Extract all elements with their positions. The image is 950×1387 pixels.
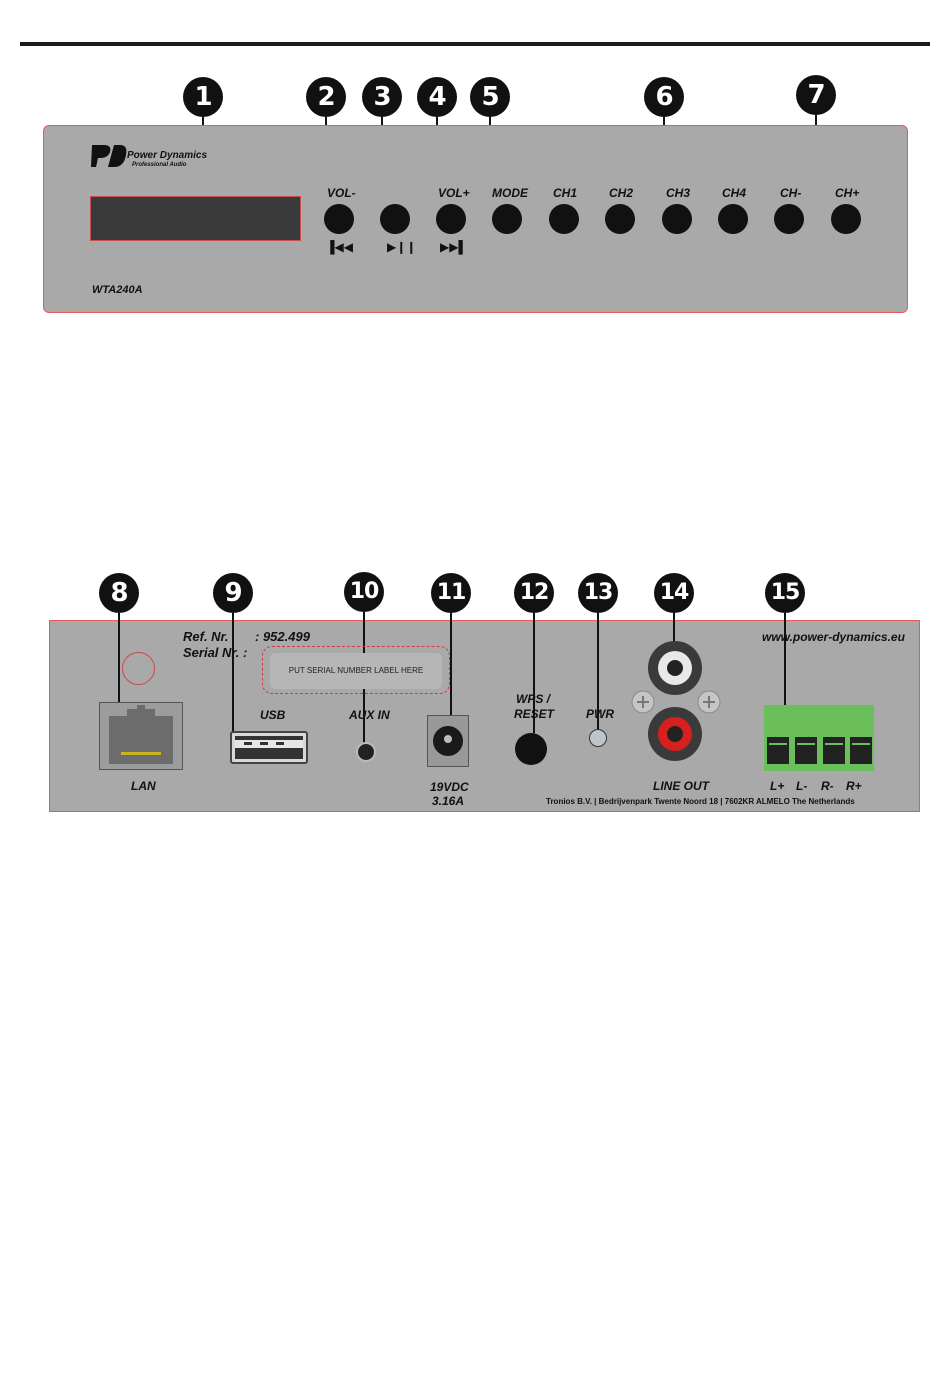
ch-plus-button[interactable] <box>831 204 861 234</box>
aux-in-label: AUX IN <box>349 708 390 722</box>
brand-tagline: Professional Audio <box>132 162 187 168</box>
callout-5: 5 <box>470 77 510 117</box>
ch3-button[interactable] <box>662 204 692 234</box>
callout-14: 14 <box>654 573 694 613</box>
screw-hole-icon <box>122 652 155 685</box>
top-rule <box>20 42 930 46</box>
ref-value: : 952.499 <box>255 629 310 644</box>
lan-label: LAN <box>131 779 156 793</box>
lead-9 <box>232 613 234 738</box>
ch-plus-label: CH+ <box>835 186 860 200</box>
play-pause-icon: ▶❙❙ <box>387 240 417 254</box>
brand-name: Power Dynamics <box>127 150 208 161</box>
ch1-button[interactable] <box>549 204 579 234</box>
lead-12 <box>533 613 535 733</box>
mode-label: MODE <box>492 186 528 200</box>
serial-placeholder: PUT SERIAL NUMBER LABEL HERE <box>288 666 424 675</box>
speaker-lp-label: L+ <box>770 779 785 793</box>
wps-label-line1: WPS / <box>516 692 551 706</box>
serial-label-box <box>262 646 450 694</box>
vol-plus-label: VOL+ <box>438 186 470 200</box>
ch-minus-label: CH- <box>780 186 802 200</box>
callout-13: 13 <box>578 573 618 613</box>
speaker-lm-label: L- <box>796 779 808 793</box>
next-track-icon: ▶▶▌ <box>440 240 467 254</box>
callout-12: 12 <box>514 573 554 613</box>
aux-in-jack[interactable] <box>356 742 376 762</box>
speaker-terminal[interactable] <box>764 705 874 771</box>
power-rating-line2: 3.16A <box>432 794 465 808</box>
ref-label: Ref. Nr. <box>183 629 229 644</box>
callout-8: 8 <box>99 573 139 613</box>
pwr-label: PWR <box>586 707 614 721</box>
line-out-rca[interactable] <box>628 640 724 770</box>
lead-13 <box>597 613 599 733</box>
ch2-label: CH2 <box>609 186 634 200</box>
line-out-label: LINE OUT <box>653 779 709 793</box>
lead-15 <box>784 613 786 705</box>
serial-label: Serial Nr. : <box>183 645 248 660</box>
callout-3: 3 <box>362 77 402 117</box>
power-rating-line1: 19VDC <box>430 780 469 794</box>
callout-7: 7 <box>796 75 836 115</box>
ch1-label: CH1 <box>553 186 578 200</box>
callout-11: 11 <box>431 573 471 613</box>
lead-8 <box>118 613 120 713</box>
callout-15: 15 <box>765 573 805 613</box>
company-address: Tronios B.V. | Bedrijvenpark Twente Noor… <box>546 797 855 806</box>
vol-minus-label: VOL- <box>327 186 356 200</box>
mode-button[interactable] <box>492 204 522 234</box>
serial-label-sticker <box>270 653 442 689</box>
lcd-display <box>90 196 301 241</box>
lead-14 <box>673 613 675 649</box>
ch3-label: CH3 <box>666 186 691 200</box>
usb-label: USB <box>260 708 286 722</box>
usb-port[interactable] <box>230 731 308 764</box>
ch4-button[interactable] <box>718 204 748 234</box>
wps-reset-button[interactable] <box>515 733 547 765</box>
vol-minus-button[interactable] <box>324 204 354 234</box>
speaker-rp-label: R+ <box>846 779 862 793</box>
lan-port[interactable] <box>99 702 183 770</box>
wps-label-line2: RESET <box>514 707 555 721</box>
website: www.power-dynamics.eu <box>762 630 905 644</box>
lead-11 <box>450 613 452 731</box>
pd-logo-icon <box>91 145 127 167</box>
callout-2: 2 <box>306 77 346 117</box>
vol-plus-button[interactable] <box>436 204 466 234</box>
ch-minus-button[interactable] <box>774 204 804 234</box>
callout-1: 1 <box>183 77 223 117</box>
ch4-label: CH4 <box>722 186 747 200</box>
pwr-led-icon <box>589 729 607 747</box>
speaker-rm-label: R- <box>821 779 834 793</box>
callout-4: 4 <box>417 77 457 117</box>
prev-track-icon: ▐◀◀ <box>326 240 353 254</box>
ch2-button[interactable] <box>605 204 635 234</box>
callout-10: 10 <box>344 572 384 612</box>
play-pause-button[interactable] <box>380 204 410 234</box>
model-label: WTA240A <box>92 284 143 296</box>
dc-power-jack[interactable] <box>427 715 469 767</box>
callout-6: 6 <box>644 77 684 117</box>
callout-9: 9 <box>213 573 253 613</box>
